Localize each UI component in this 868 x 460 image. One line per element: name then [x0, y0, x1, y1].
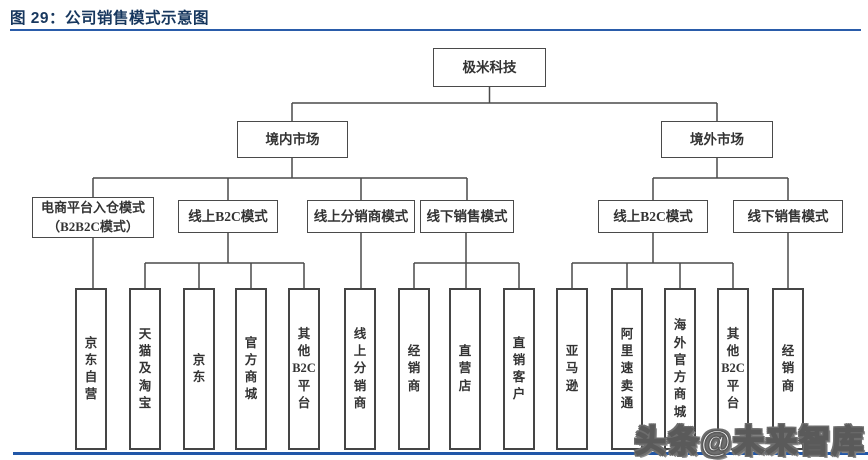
connector-domestic-to-modes [92, 158, 468, 200]
connector-domestic-b2c-to-channels [144, 233, 305, 288]
node-market-domestic: 境内市场 [237, 121, 348, 158]
node-channel-dealer-domestic: 经 销 商 [398, 288, 430, 450]
node-channel-jd-self-operated: 京 东 自 营 [75, 288, 107, 450]
watermark: 头条@未来智库 [634, 423, 865, 460]
node-channel-aliexpress: 阿 里 速 卖 通 [611, 288, 643, 450]
node-channel-jd: 京 东 [183, 288, 215, 450]
node-market-overseas: 境外市场 [661, 121, 773, 158]
connector-overseas-b2c-to-channels [571, 233, 734, 288]
node-channel-direct-store: 直 营 店 [449, 288, 481, 450]
node-mode-domestic-online-b2c: 线上B2C模式 [178, 200, 278, 233]
node-channel-tmall-taobao: 天 猫 及 淘 宝 [129, 288, 161, 450]
node-mode-overseas-offline-sales: 线下销售模式 [733, 200, 843, 233]
node-company-root: 极米科技 [433, 48, 546, 87]
node-channel-dealer-overseas: 经 销 商 [772, 288, 804, 450]
node-channel-online-distributor: 线 上 分 销 商 [344, 288, 376, 450]
bottom-rule [13, 452, 868, 455]
node-mode-overseas-online-b2c: 线上B2C模式 [598, 200, 708, 233]
connector-overseas-to-modes [652, 158, 789, 200]
node-channel-other-b2c-platforms-domestic: 其 他 B2C 平 台 [288, 288, 320, 450]
node-channel-other-b2c-platforms-overseas: 其 他 B2C 平 台 [717, 288, 749, 450]
figure-title: 图 29：公司销售模式示意图 [10, 10, 210, 27]
node-channel-official-mall: 官 方 商 城 [235, 288, 267, 450]
node-mode-online-distributor: 线上分销商模式 [307, 200, 415, 233]
node-channel-overseas-official-mall: 海 外 官 方 商 城 [664, 288, 696, 450]
node-mode-platform-warehouse-b2b2c: 电商平台入仓模式 （B2B2C模式） [32, 197, 154, 238]
connector-domestic-offline-to-channels [413, 233, 520, 288]
node-channel-direct-sales-customers: 直 销 客 户 [503, 288, 535, 450]
node-channel-amazon: 亚 马 逊 [556, 288, 588, 450]
connector-root-to-markets [291, 87, 718, 121]
node-mode-domestic-offline-sales: 线下销售模式 [420, 200, 514, 233]
title-underline [10, 29, 861, 31]
